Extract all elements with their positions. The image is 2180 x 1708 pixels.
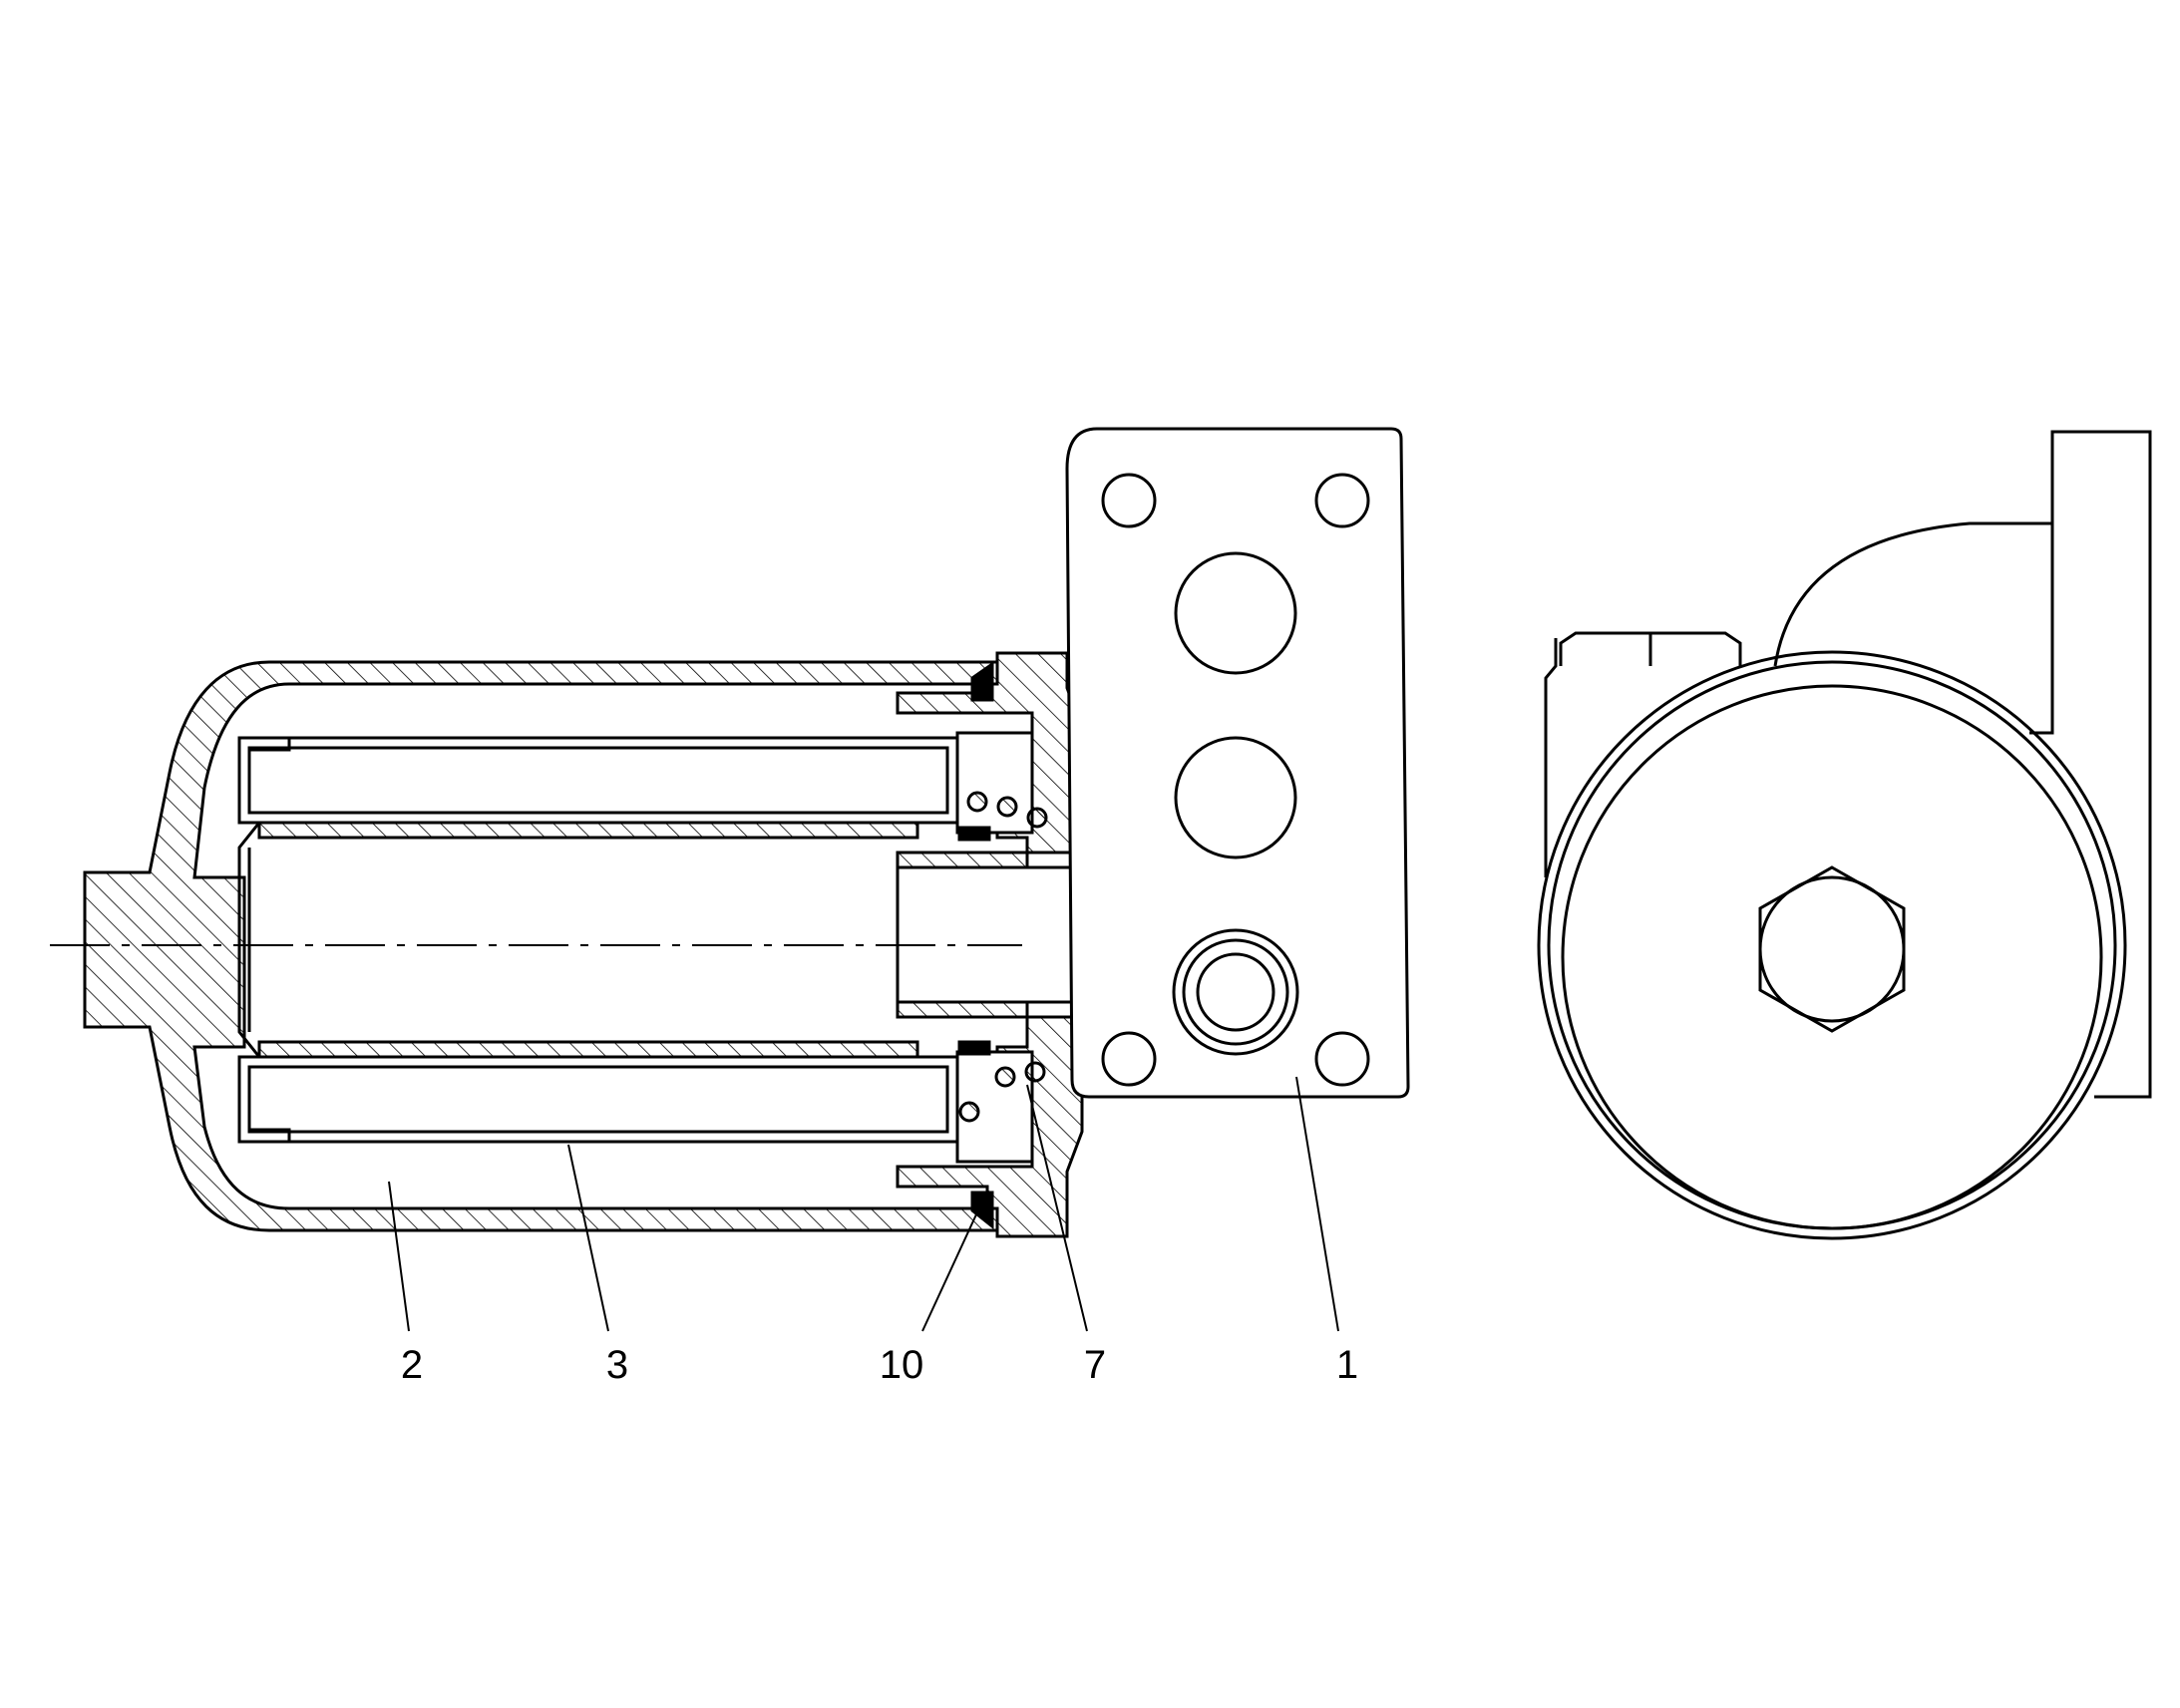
gasket-bottom — [970, 1191, 994, 1230]
o-ring-lower-3 — [958, 1101, 980, 1123]
end-view-canister-outer — [1537, 650, 2127, 1240]
leader-3 — [567, 1144, 609, 1332]
leader-1 — [1295, 1076, 1339, 1332]
bolt-hole-top-right — [1314, 473, 1370, 528]
center-tube — [237, 822, 261, 1058]
callout-labels: 2 3 10 7 1 — [401, 1343, 1358, 1387]
callout-1: 1 — [1336, 1343, 1358, 1387]
leader-10 — [921, 1200, 983, 1332]
outlet-bore — [896, 865, 1084, 1004]
port-upper — [1174, 551, 1297, 675]
o-ring-upper-2 — [996, 796, 1018, 818]
upper-seal-pocket — [955, 731, 1034, 835]
center-tube-hatch — [257, 821, 919, 1059]
o-ring-upper-1 — [966, 791, 988, 813]
end-view-bracket — [1773, 430, 2152, 1099]
end-view — [1537, 430, 2152, 1240]
leader-7 — [1026, 1084, 1088, 1332]
leader-lines — [388, 1076, 1339, 1332]
port-middle — [1174, 736, 1297, 859]
end-view-boss — [1544, 638, 1558, 877]
o-ring-upper-3 — [1026, 807, 1048, 829]
callout-2: 2 — [401, 1343, 423, 1387]
leader-2 — [388, 1181, 410, 1332]
element-lower-band-inner — [247, 1065, 949, 1134]
seal-bottom-inner — [957, 1040, 991, 1056]
sectional-view — [50, 651, 1084, 1238]
element-upper-band — [237, 736, 959, 825]
end-view-hex-head-circle — [1758, 875, 1906, 1023]
o-ring-lower-2 — [1024, 1061, 1046, 1083]
mounting-flange — [1065, 427, 1410, 1099]
callout-10: 10 — [880, 1343, 924, 1387]
port-lower-outer — [1172, 928, 1299, 1056]
end-view-canister-rim — [1561, 684, 2103, 1230]
end-view-hex-head — [1758, 865, 1906, 1033]
element-end-clip-top — [239, 736, 291, 752]
end-view-canister-inner — [1547, 660, 2117, 1230]
callout-3: 3 — [606, 1343, 628, 1387]
element-upper-band-inner — [247, 746, 949, 815]
flange-outline — [1065, 427, 1410, 1099]
seal-top-inner — [957, 826, 991, 842]
callout-7: 7 — [1084, 1343, 1106, 1387]
port-lower-inner — [1196, 952, 1275, 1032]
element-lower-band — [237, 1055, 959, 1144]
port-lower-ring — [1182, 938, 1289, 1046]
bolt-hole-bottom-left — [1101, 1031, 1157, 1087]
element-end-clip-bottom — [239, 1128, 291, 1144]
bolt-hole-top-left — [1101, 473, 1157, 528]
gasket-top — [970, 661, 994, 702]
o-ring-lower-1 — [994, 1066, 1016, 1088]
bolt-hole-bottom-right — [1314, 1031, 1370, 1087]
end-view-bracket-edge — [2029, 523, 2054, 735]
